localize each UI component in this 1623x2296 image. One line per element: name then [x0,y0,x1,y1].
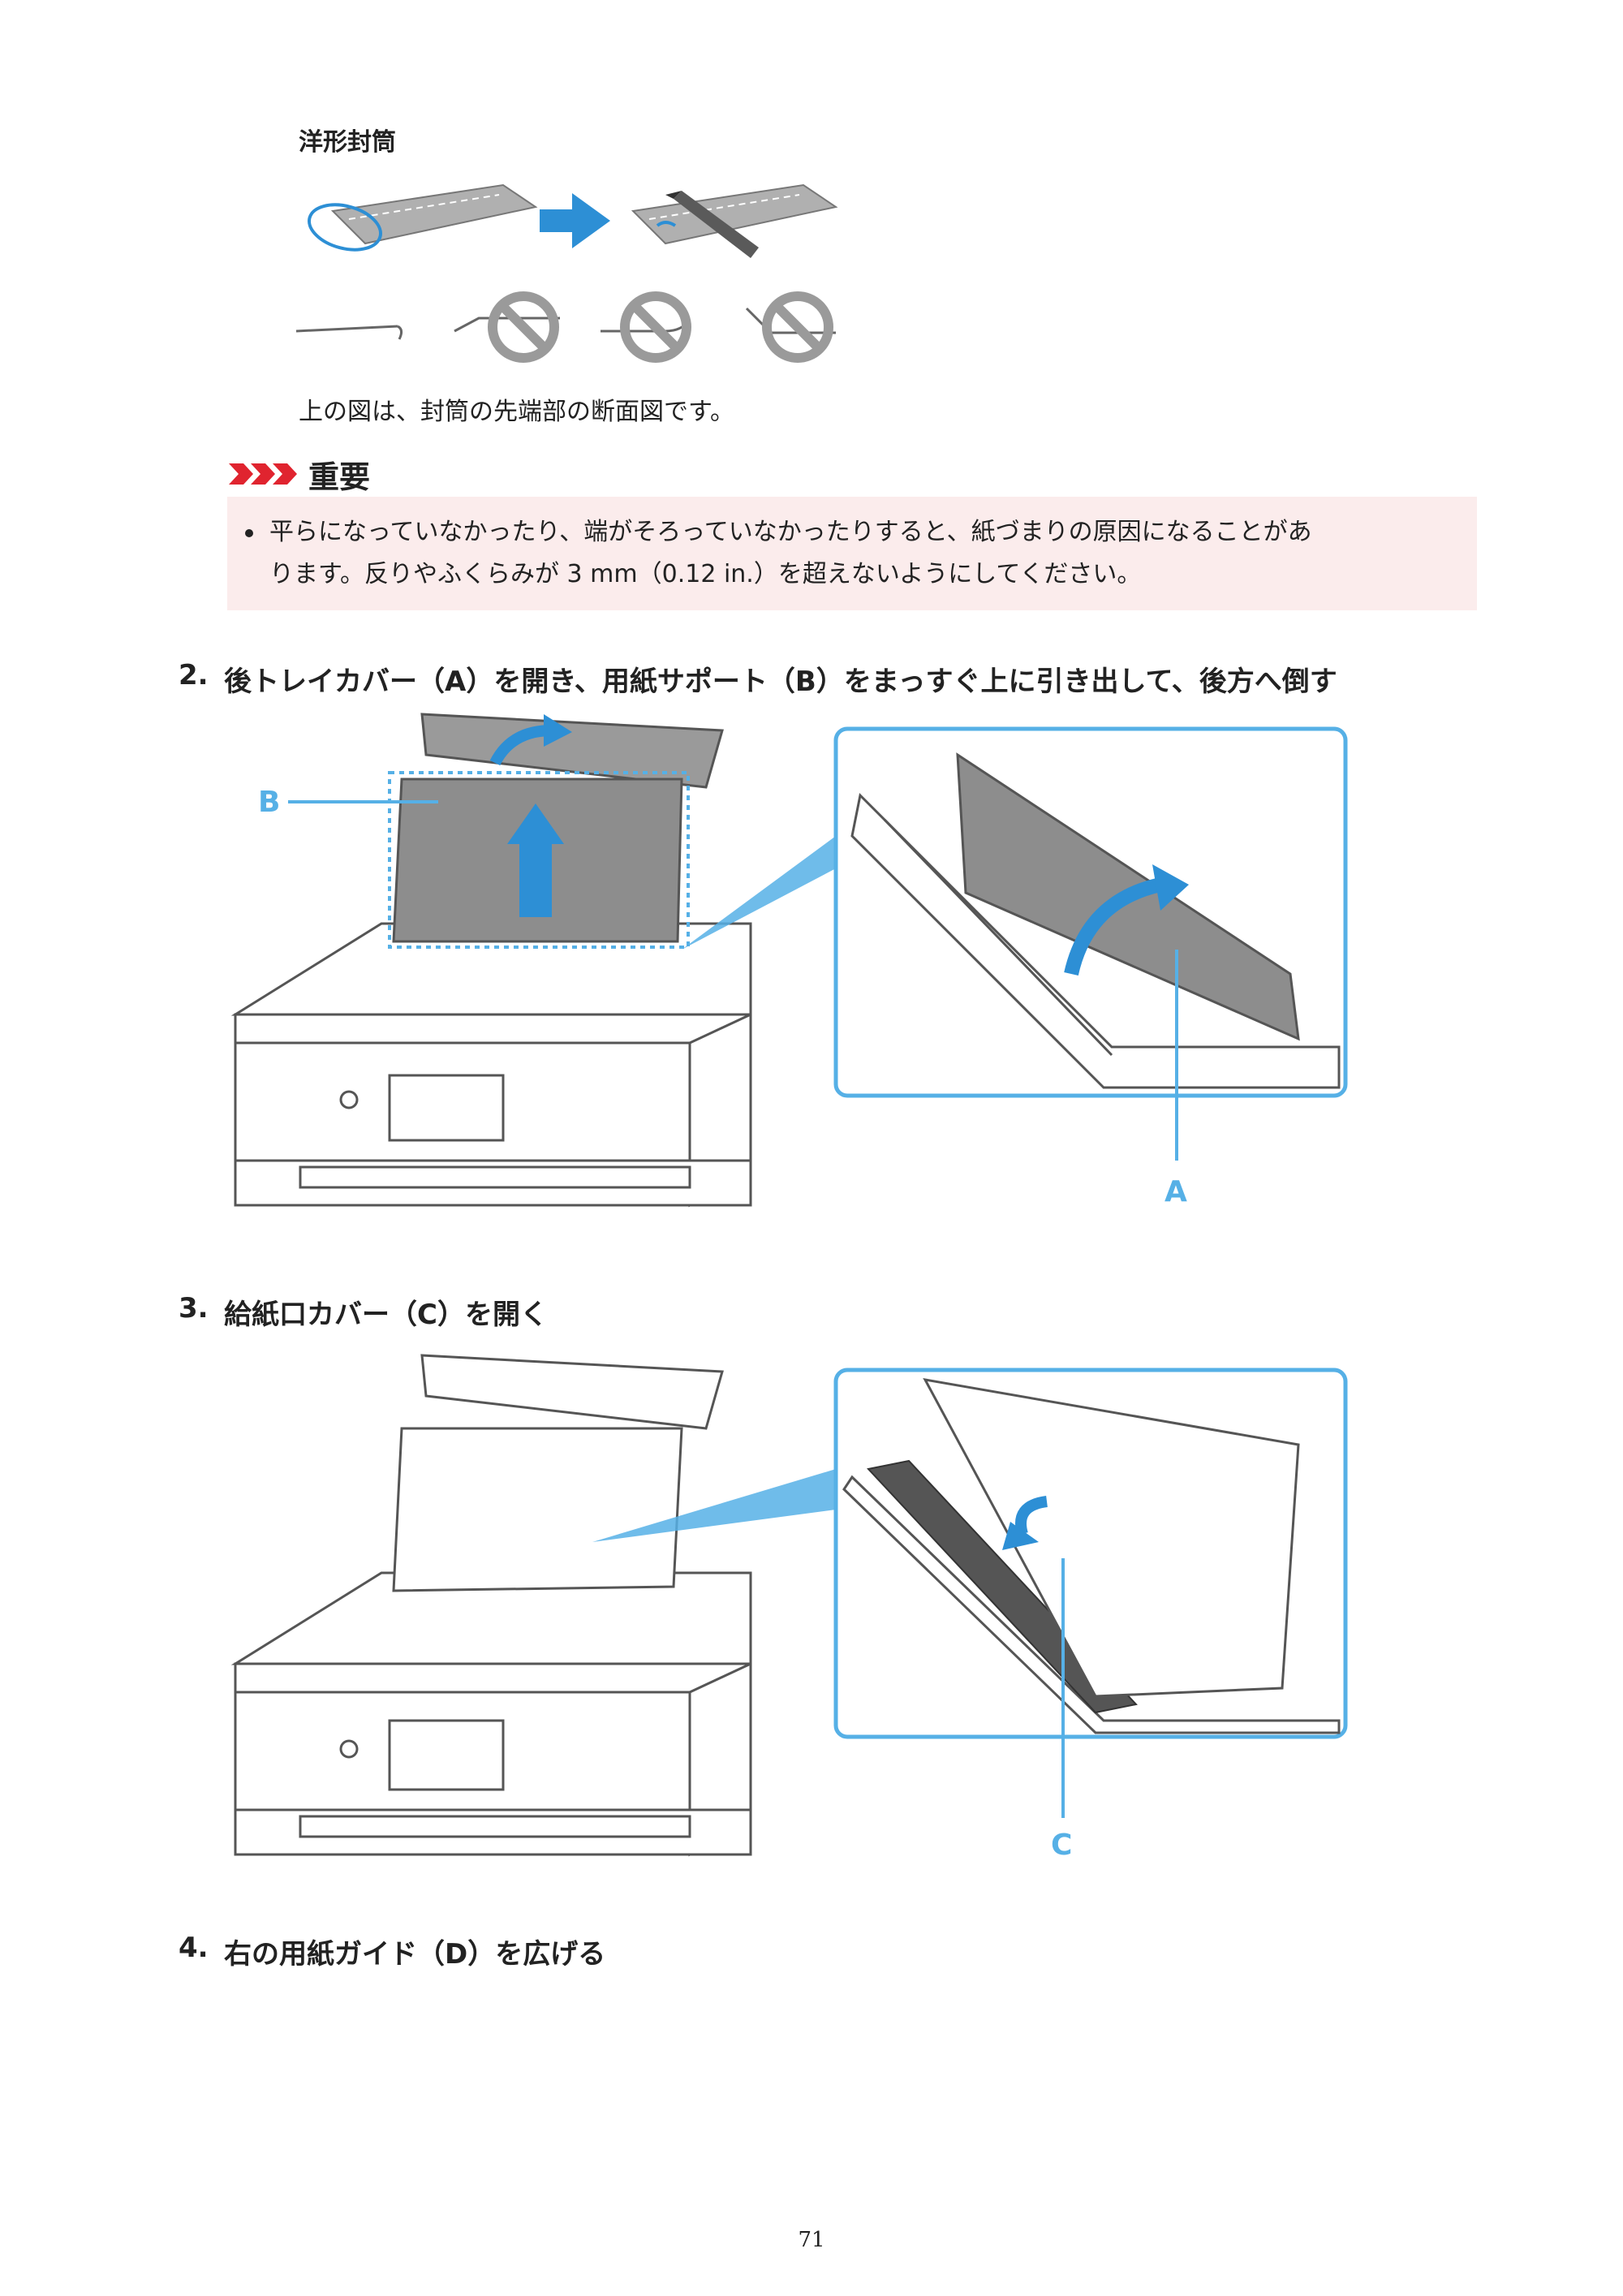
step-number: 3. [179,1292,209,1325]
zoom-beam [682,836,836,950]
callout-c: C [1051,1829,1072,1862]
envelope-cross-section-ok [295,325,398,333]
printer-touchscreen [388,1074,505,1142]
step-2-illustration: B A [230,713,1348,1208]
pen-icon [674,191,759,258]
paper-support-highlight [388,771,690,949]
step-text: 右の用紙ガイド（D）を広げる [224,1938,606,1971]
important-heading: 重要 [229,456,370,495]
step-3-heading: 3. 給紙口カバー（C）を開く [179,1292,548,1332]
envelope-shape [330,183,538,245]
paper-support-raised [420,1354,724,1430]
envelope-edge-highlight [308,203,382,252]
step-2-heading: 2. 後トレイカバー（A）を開き、用紙サポート（B）をまっすぐ上に引き出して、後… [179,659,1337,699]
envelope-section-title: 洋形封筒 [299,128,396,157]
step-4-heading: 4. 右の用紙ガイド（D）を広げる [179,1932,605,1971]
step-3-illustration: C [230,1354,1348,1862]
rear-tray [392,1427,683,1592]
step-text: 後トレイカバー（A）を開き、用紙サポート（B）をまっすぐ上に引き出して、後方へ倒… [224,666,1337,698]
prohibited-icon [762,291,833,363]
blue-arrow-right-icon [540,193,610,248]
zoom-beam [592,1469,836,1542]
feed-slot-detail [842,1377,1341,1734]
envelope-cross-section-ng-1 [454,317,560,333]
envelope-illustration [295,183,838,363]
important-list: 平らになっていなかったり、端がそろっていなかったりすると、紙づまりの原因になるこ… [245,511,1444,596]
important-chevrons-icon [229,463,297,485]
important-label: 重要 [308,459,371,495]
important-box: 平らになっていなかったり、端がそろっていなかったりすると、紙づまりの原因になるこ… [227,497,1477,610]
important-item: 平らになっていなかったり、端がそろっていなかったりすると、紙づまりの原因になるこ… [245,511,1444,596]
envelope-figure-caption: 上の図は、封筒の先端部の断面図です。 [299,398,734,426]
prohibited-icon [620,291,691,363]
envelope-shape-flattened [631,183,838,245]
step-number: 2. [179,659,209,691]
important-item-line-2: ります。反りやふくらみが 3 mm（0.12 in.）を超えないようにしてくださ… [269,560,1142,588]
printer-touchscreen [388,1719,505,1791]
printer-illustration [230,922,752,1208]
step-number: 4. [179,1932,209,1964]
printer-illustration [230,1571,752,1857]
important-item-line-1: 平らになっていなかったり、端がそろっていなかったりすると、紙づまりの原因になるこ… [269,518,1312,546]
step-text: 給紙口カバー（C）を開く [224,1299,548,1331]
callout-a: A [1165,1175,1187,1208]
curved-arrow-icon [1015,1496,1048,1536]
curved-arrow-icon [1064,877,1163,976]
prohibited-icon [488,291,559,363]
callout-b: B [258,786,280,819]
up-arrow-icon [507,803,564,917]
rear-tray-cover [420,713,724,789]
page-number: 71 [798,2228,825,2252]
